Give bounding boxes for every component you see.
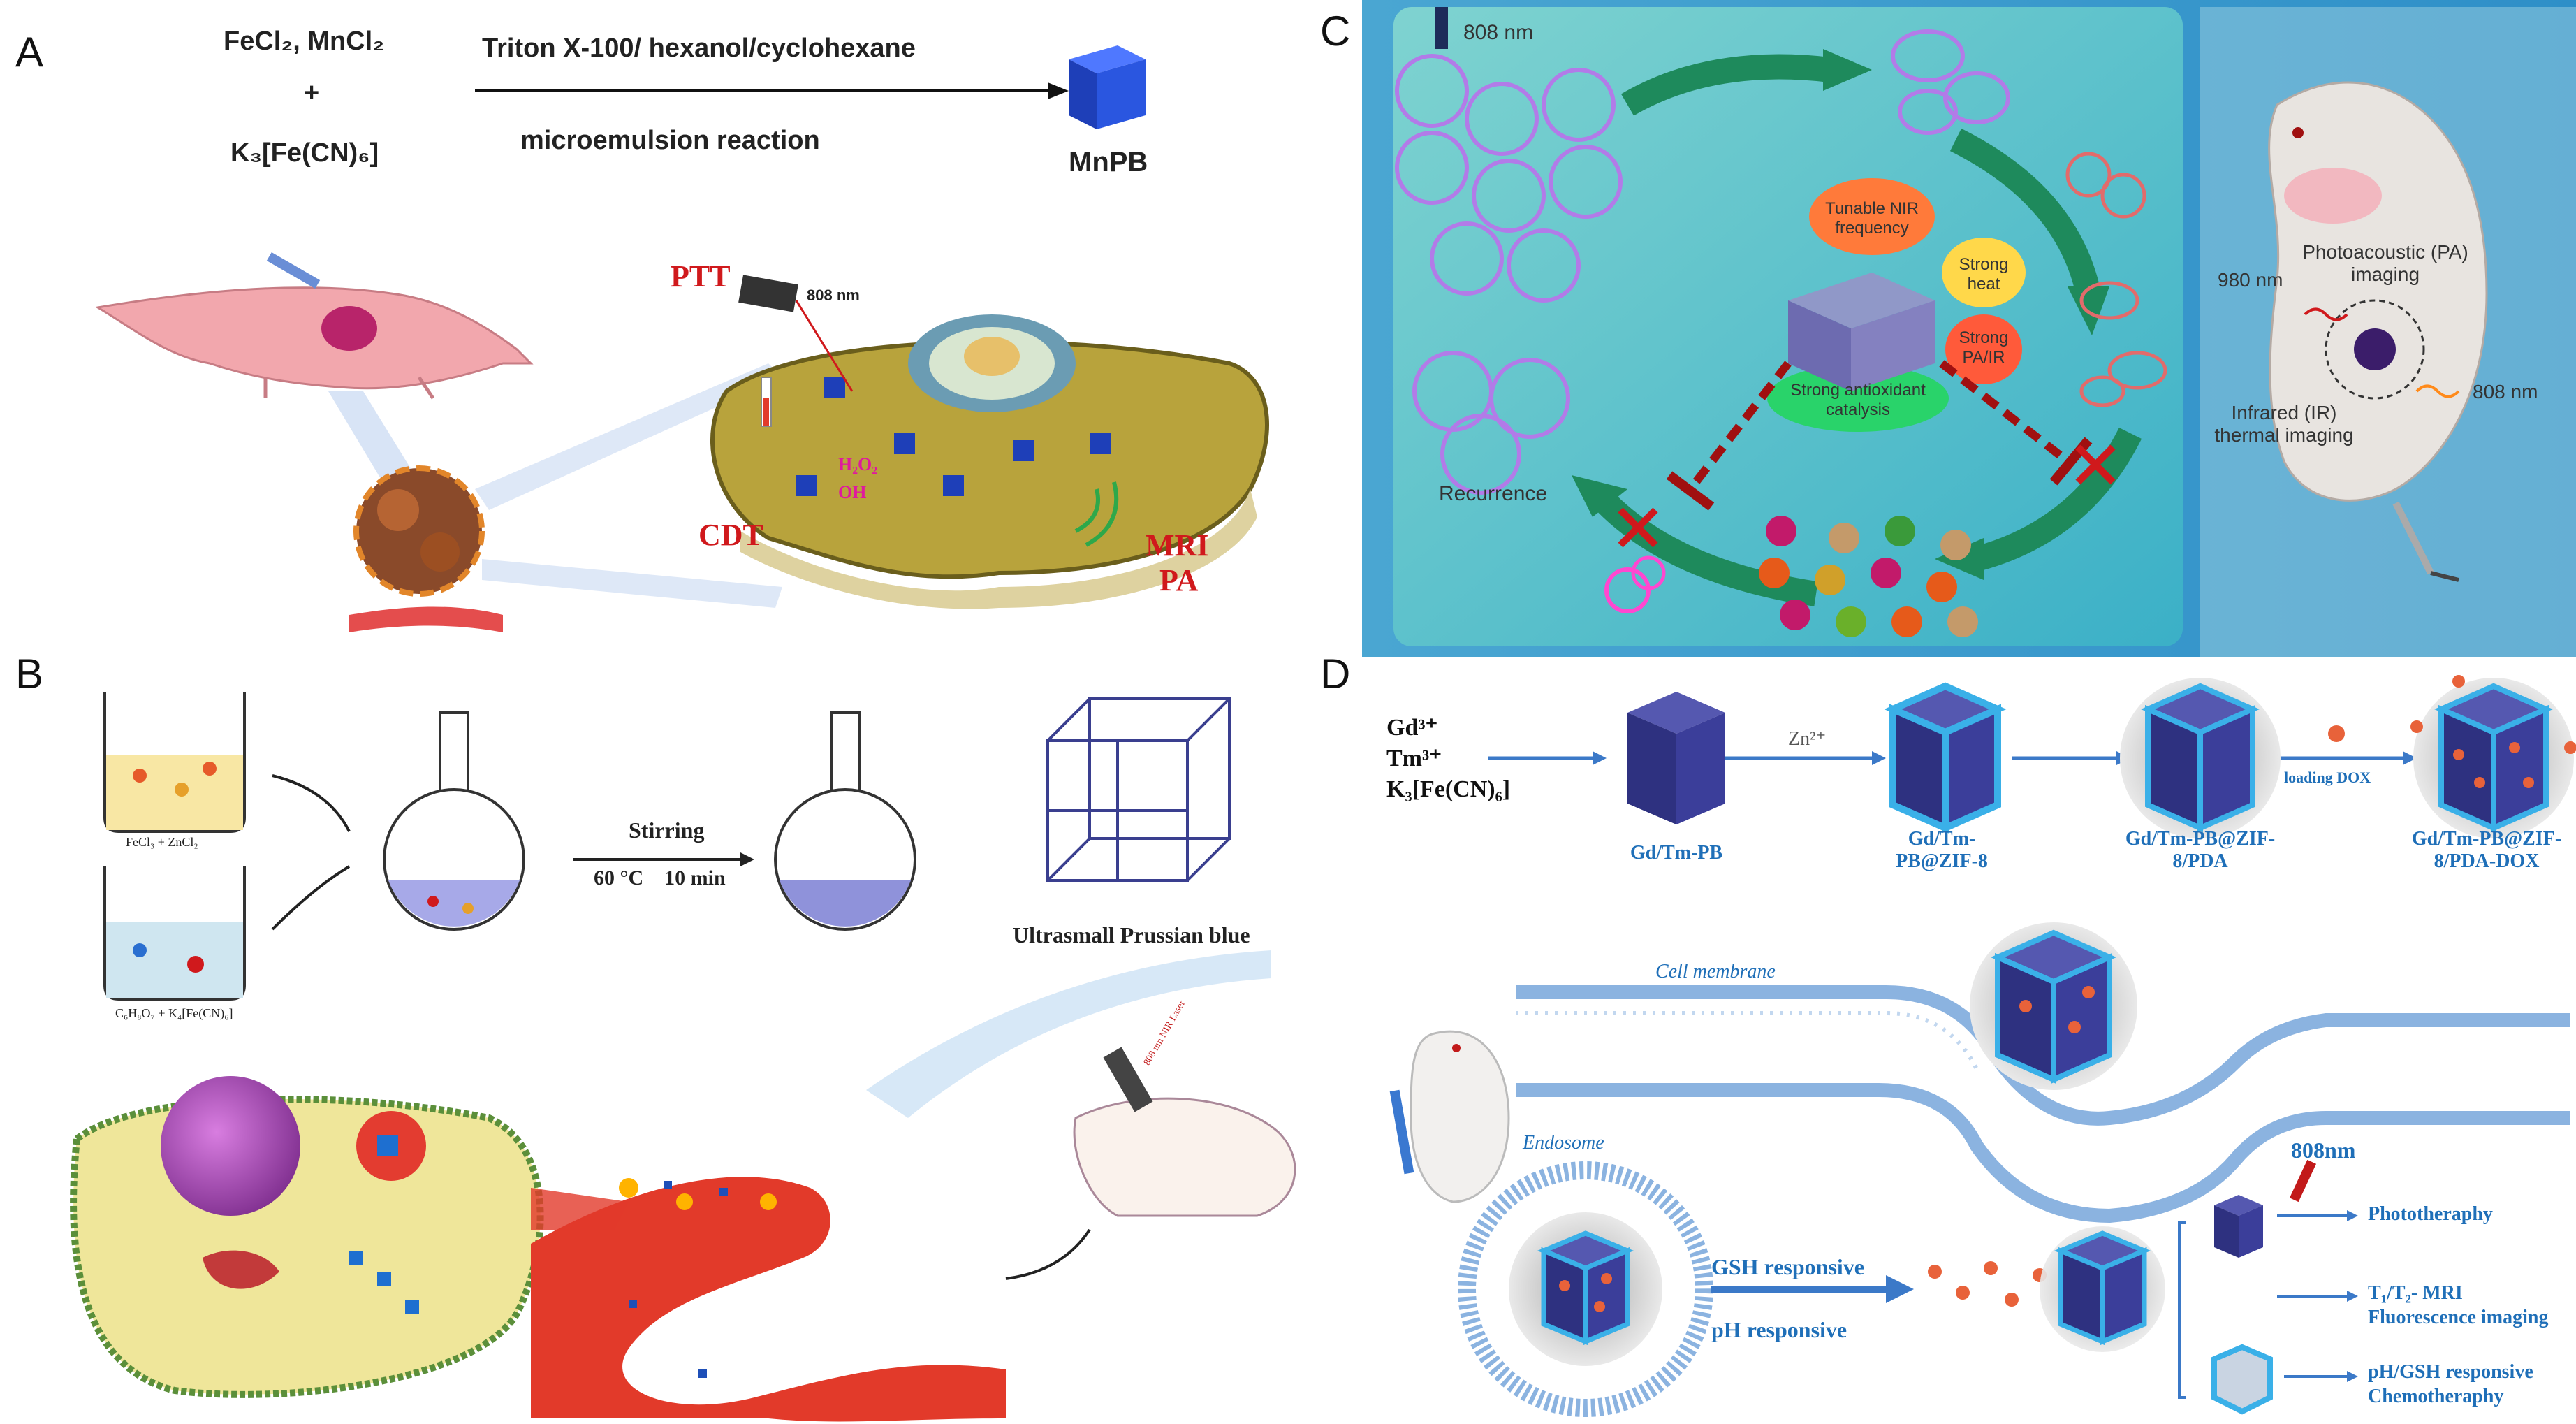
panel-label-c: C xyxy=(1320,8,1351,55)
pair-label: Strong PA/IR xyxy=(1959,328,2009,367)
entering-cube-icon xyxy=(1970,922,2137,1090)
oh-label: OH xyxy=(838,482,867,502)
tunable-label: Tunable NIR frequency xyxy=(1825,199,1919,238)
beaker1-label: FeCl₃ + ZnCl₂ xyxy=(126,835,198,849)
reactants-plus: + xyxy=(304,78,320,108)
small-cube-icon xyxy=(2214,1195,2263,1258)
gd-tm-pb-cube-icon xyxy=(1627,692,1725,824)
stirring-label: Stirring xyxy=(629,818,705,843)
mouse-icon xyxy=(94,252,534,400)
cube-label-4: Gd/Tm-PB@ZIF- 8/PDA-DOX xyxy=(2411,828,2562,872)
blood-vessel-icon xyxy=(531,1177,1006,1422)
pda-cube-icon xyxy=(2120,678,2281,838)
bare-cube-icon xyxy=(2040,1226,2165,1352)
tumor-cell-icon xyxy=(710,314,1269,609)
panel-c-art xyxy=(1362,0,2576,657)
rat-icon xyxy=(2268,81,2488,582)
rat-d-icon xyxy=(1389,1030,1510,1203)
cube-label-1: Gd/Tm-PB xyxy=(1630,842,1723,864)
laser-label-a: 808 nm xyxy=(807,286,860,304)
cube-label-2: Gd/Tm- PB@ZIF-8 xyxy=(1896,828,1988,872)
panel-d-art xyxy=(1389,675,2576,1417)
loading-label: loading DOX xyxy=(2284,769,2371,786)
cell-cluster-icon xyxy=(1395,54,1623,303)
laser-device-icon xyxy=(738,275,854,392)
cell-membrane-label: Cell membrane xyxy=(1655,961,1776,982)
flask-icon-1 xyxy=(383,711,525,931)
mri-label: MRI xyxy=(1146,528,1209,562)
panel-label-d: D xyxy=(1320,651,1351,697)
ion-gd: Gd³⁺ xyxy=(1386,715,1438,741)
antioxidant-label: Strong antioxidant catalysis xyxy=(1790,381,1926,419)
ir-imaging-label: Infrared (IR) thermal imaging xyxy=(2214,402,2354,446)
product-label: MnPB xyxy=(1069,147,1148,177)
ion-ferricyanide: K₃[Fe(CN)₆] xyxy=(1386,776,1511,802)
panel-a-art xyxy=(94,45,1269,632)
h2o2-label: H₂O₂ xyxy=(838,454,878,474)
cancer-cell-icon xyxy=(70,1076,544,1398)
recurrence-cells-icon xyxy=(1412,351,1570,495)
ph-label: pH responsive xyxy=(1711,1317,1847,1342)
heat-label: Strong heat xyxy=(1959,255,2009,293)
endosome-icon xyxy=(1458,1161,1713,1417)
outcome-mri: T₁/T₂- MRI xyxy=(2368,1282,2463,1304)
ptt-label: PTT xyxy=(671,259,731,293)
panel-b-art xyxy=(70,692,1296,1422)
conditions-label: 60 °C 10 min xyxy=(594,866,726,889)
outcome-fluorescence: Fluorescence imaging xyxy=(2368,1307,2549,1328)
lattice-icon xyxy=(1046,697,1231,882)
mnpb-cube-icon xyxy=(1069,45,1146,129)
cell-cluster-damaged-icon xyxy=(1891,29,2010,135)
outcome-phototherapy: Phototheraphy xyxy=(2368,1203,2493,1225)
ion-tm: Tm³⁺ xyxy=(1386,746,1442,771)
beaker-icon-1 xyxy=(103,692,246,833)
gsh-label: GSH responsive xyxy=(1711,1254,1864,1279)
nanoparticle-icon xyxy=(353,465,485,597)
beaker-icon-2 xyxy=(103,866,246,1001)
nm808-d-label: 808nm xyxy=(2291,1138,2356,1163)
cube-label-3: Gd/Tm-PB@ZIF- 8/PDA xyxy=(2125,828,2276,872)
pa-imaging-label: Photoacoustic (PA) imaging xyxy=(2302,241,2468,285)
flask-icon-2 xyxy=(774,711,916,931)
reactants-line1: FeCl₂, MnCl₂ xyxy=(224,27,385,56)
ultrasmall-label: Ultrasmall Prussian blue xyxy=(1013,922,1250,947)
panel-label-a: A xyxy=(15,29,44,75)
ions-label: Gd³⁺ Tm³⁺ K₃[Fe(CN)₆] xyxy=(1386,713,1510,805)
arrow-bottom-label: microemulsion reaction xyxy=(520,126,820,155)
outcome-ph-gsh: pH/GSH responsive xyxy=(2368,1361,2533,1383)
pa-label: PA xyxy=(1159,563,1199,597)
panel-label-b: B xyxy=(15,651,44,697)
mouse-outline-icon xyxy=(1073,1047,1296,1217)
endosome-label: Endosome xyxy=(1523,1132,1604,1154)
nm980-label: 980 nm xyxy=(2218,269,2283,291)
cdt-label: CDT xyxy=(698,518,763,552)
dox-cube-icon xyxy=(2410,675,2576,838)
zn-label: Zn²⁺ xyxy=(1788,728,1827,750)
outcome-chemotherapy: Chemotheraphy xyxy=(2368,1386,2504,1407)
zif8-cube-icon xyxy=(1884,682,2007,834)
recurrence-label: Recurrence xyxy=(1439,482,1548,505)
nm808-c-label: 808 nm xyxy=(2473,381,2538,402)
arrow-top-label: Triton X-100/ hexanol/cyclohexane xyxy=(482,34,916,63)
nanocube-icon xyxy=(1788,273,1935,391)
cell-membrane-icon xyxy=(1516,985,2570,1223)
shell-icon xyxy=(2211,1344,2273,1415)
beaker2-label: C₆H₈O₇ + K₄[Fe(CN)₆] xyxy=(115,1006,233,1020)
reactants-line2: K₃[Fe(CN)₆] xyxy=(230,138,379,168)
laser-label-c: 808 nm xyxy=(1463,21,1534,44)
antioxidant-particles-icon xyxy=(1759,516,1978,637)
